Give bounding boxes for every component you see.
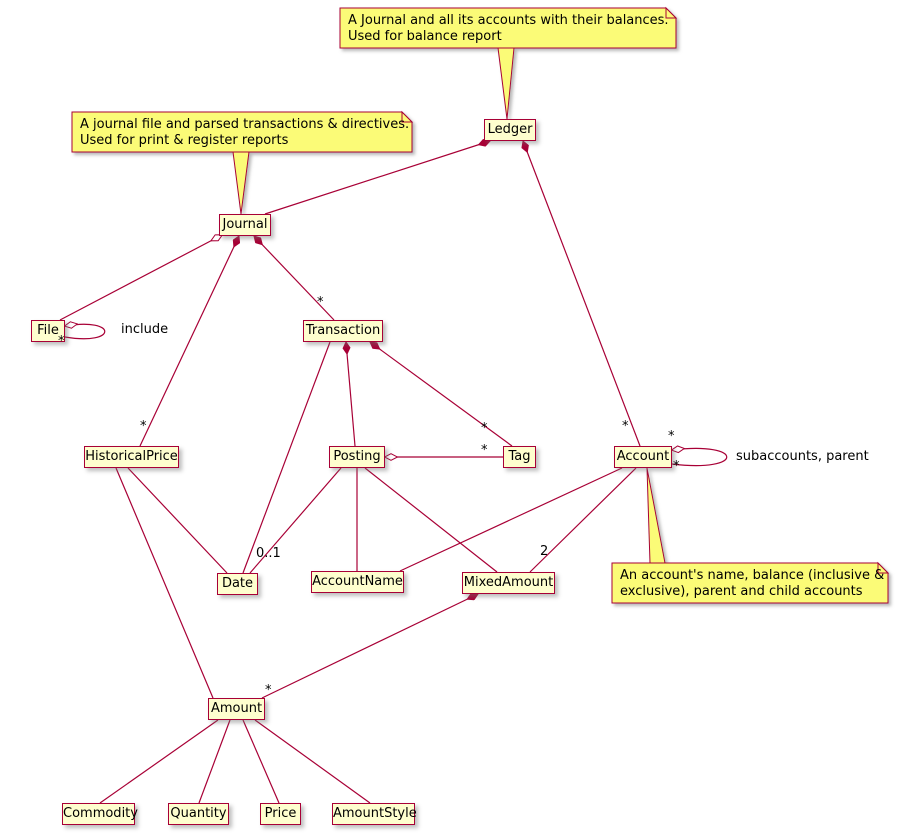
note-account-line-1: An account's name, balance (inclusive &	[620, 568, 885, 583]
mult-file-include: *	[58, 334, 65, 349]
mult-posting-tag: *	[481, 443, 488, 458]
note-tail-ledger	[497, 47, 515, 120]
class-mixedamount: MixedAmount	[462, 572, 555, 594]
class-ledger: Ledger	[484, 119, 536, 141]
mult-transaction-tag: *	[481, 421, 488, 436]
class-transaction: Transaction	[303, 320, 383, 342]
edge-transaction-date	[242, 341, 331, 574]
edge-account-mixedamount	[529, 467, 637, 573]
note-ledger-line-1: A Journal and all its accounts with thei…	[348, 13, 669, 28]
class-account: Account	[614, 446, 672, 468]
edge-historicalprice-date	[127, 467, 228, 574]
note-ledger-line-2: Used for balance report	[348, 29, 502, 44]
note-tail-account	[646, 467, 666, 564]
note-account-fold-icon	[877, 561, 890, 574]
edge-amount-quantity	[198, 719, 231, 804]
edge-posting-mixedamount	[364, 467, 498, 573]
mult-ledger-account: *	[622, 419, 629, 434]
class-date: Date	[217, 573, 258, 595]
note-account-line-2: exclusive), parent and child accounts	[620, 584, 863, 599]
note-ledger	[339, 7, 677, 49]
class-file: File	[31, 320, 65, 342]
class-commodity: Commodity	[62, 803, 138, 825]
edge-journal-historicalprice	[139, 235, 241, 447]
label-account-self: subaccounts, parent	[736, 449, 869, 464]
class-posting: Posting	[329, 446, 385, 468]
mult-account-self-top: *	[668, 429, 675, 444]
note-ledger-fold-icon	[665, 6, 678, 19]
mult-account-self-bottom: *	[673, 459, 680, 474]
mult-journal-historicalprice: *	[140, 419, 147, 434]
edge-journal-transaction	[253, 235, 335, 321]
edge-transaction-posting	[342, 341, 356, 447]
class-amountstyle: AmountStyle	[332, 803, 417, 825]
edge-ledger-account	[521, 140, 641, 447]
note-account	[611, 562, 889, 604]
note-journal-line-1: A journal file and parsed transactions &…	[80, 117, 410, 132]
class-tag: Tag	[503, 446, 536, 468]
edge-mixedamount-amount	[261, 592, 479, 699]
edge-account-accountname	[399, 467, 623, 572]
class-price: Price	[260, 803, 301, 825]
class-quantity: Quantity	[168, 803, 229, 825]
mult-posting-date: 0..1	[256, 546, 281, 561]
label-file-include: include	[121, 322, 169, 337]
note-tail-journal	[232, 151, 250, 215]
mult-mixedamount-amount: *	[265, 683, 272, 698]
mult-account-mixedamount: 2	[540, 544, 549, 559]
note-journal	[71, 111, 413, 153]
note-journal-line-2: Used for print & register reports	[80, 133, 289, 148]
class-historicalprice: HistoricalPrice	[84, 446, 179, 468]
note-journal-fold-icon	[401, 110, 414, 123]
edge-account-self-loop	[672, 448, 728, 467]
class-journal: Journal	[219, 214, 271, 236]
class-accountname: AccountName	[311, 571, 404, 593]
edge-journal-file	[59, 235, 222, 321]
edge-ledger-journal	[264, 139, 491, 215]
class-amount: Amount	[208, 698, 265, 720]
edge-transaction-tag	[369, 341, 513, 447]
edge-posting-date	[249, 467, 342, 574]
edge-amount-commodity	[99, 719, 219, 804]
mult-journal-transaction: *	[317, 295, 324, 310]
edge-file-self-loop	[65, 324, 106, 340]
edge-amount-amountstyle	[254, 719, 371, 804]
edge-amount-price	[242, 719, 280, 804]
edge-historicalprice-amount	[115, 467, 214, 699]
